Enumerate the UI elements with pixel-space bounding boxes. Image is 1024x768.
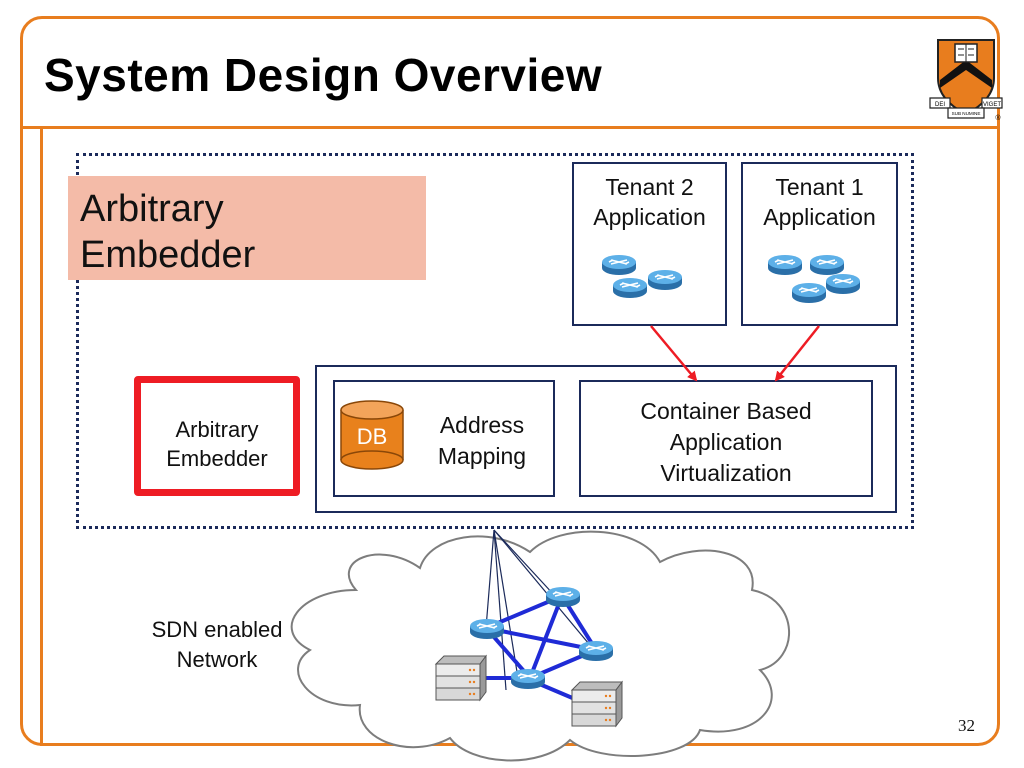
- db-label: DB: [357, 424, 388, 449]
- address-mapping-text: Address Mapping: [412, 410, 552, 472]
- banner-line-1: Arbitrary: [80, 188, 224, 230]
- arrow-tenant-1-to-container: [774, 325, 820, 382]
- container-line-3: Virtualization: [660, 460, 792, 486]
- tenant-2-line-1: Tenant 2: [605, 174, 694, 200]
- red-box-line-1: Arbitrary: [175, 417, 259, 442]
- slide-title: System Design Overview: [44, 49, 603, 101]
- title-divider: [20, 126, 1000, 129]
- banner-line-2: Embedder: [80, 234, 256, 276]
- red-box-line-2: Embedder: [166, 446, 268, 471]
- university-shield-logo: DEI VIGET SUB NUMINE ®: [929, 39, 1003, 122]
- red-box-text: Arbitrary Embedder: [141, 415, 293, 473]
- tenant-1-router-icons: [767, 254, 861, 304]
- arbitrary-embedder-box: Arbitrary Embedder: [134, 376, 300, 496]
- arrow-tenant-2-to-container: [650, 325, 698, 382]
- server-icon: [571, 681, 623, 727]
- container-line-1: Container Based: [640, 398, 812, 424]
- tenant-2-line-2: Application: [593, 204, 706, 230]
- tenant-1-line-1: Tenant 1: [775, 174, 864, 200]
- page-number: 32: [958, 716, 975, 735]
- tenant-2-application-box: Tenant 2 Application: [572, 162, 727, 326]
- address-mapping-line-1: Address: [439, 412, 525, 438]
- sdn-line-2: Network: [176, 647, 258, 672]
- logo-registered-mark: ®: [995, 114, 1001, 122]
- tenant-2-router-icons: [601, 254, 683, 299]
- logo-motto-right: VIGET: [983, 102, 1001, 108]
- left-divider: [40, 126, 43, 746]
- database-cylinder-icon: DB: [340, 400, 404, 470]
- system-boundary: [76, 153, 914, 529]
- sdn-network-label: SDN enabled Network: [132, 615, 302, 675]
- container-virtualization-box: Container Based Application Virtualizati…: [579, 380, 873, 497]
- tenant-1-application-box: Tenant 1 Application: [741, 162, 898, 326]
- logo-motto-left: DEI: [935, 102, 945, 108]
- banner-text: Arbitrary Embedder: [80, 186, 255, 278]
- logo-motto-center: SUB NUMINE: [952, 111, 981, 116]
- container-line-2: Application: [669, 429, 783, 455]
- server-icon: [435, 655, 487, 701]
- arbitrary-embedder-banner: Arbitrary Embedder: [68, 176, 426, 280]
- tenant-1-line-2: Application: [763, 204, 876, 230]
- controller-links: [485, 529, 595, 691]
- sdn-line-1: SDN enabled: [151, 617, 283, 642]
- address-mapping-line-2: Mapping: [437, 443, 527, 469]
